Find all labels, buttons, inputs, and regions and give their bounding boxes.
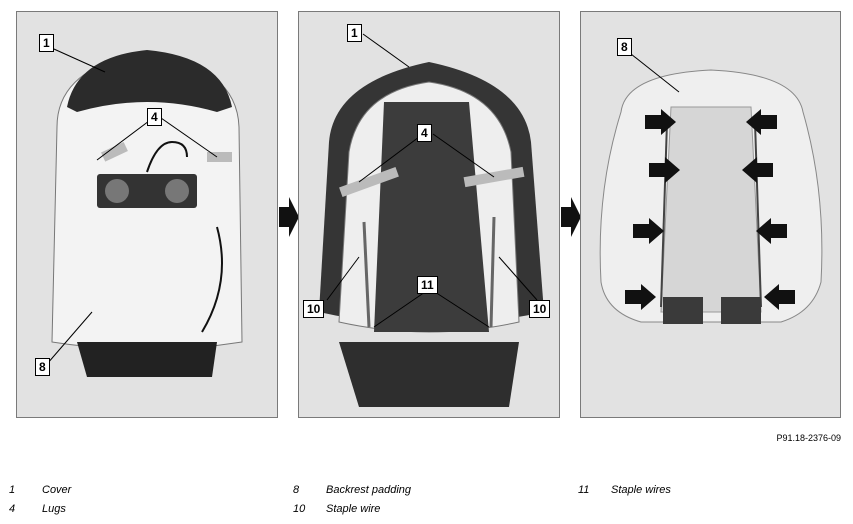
legend-text: Staple wire xyxy=(326,503,381,515)
leader-line-lugs-right xyxy=(432,133,495,178)
callout-staple-wire-left: 10 xyxy=(303,300,325,318)
leader-line-wire-left xyxy=(326,256,360,301)
backrest-padding-illustration xyxy=(599,53,823,324)
callout-cover: 1 xyxy=(347,24,362,42)
legend-number: 8 xyxy=(293,484,300,496)
photo-backrest-cover-rear: 1 4 8 xyxy=(16,11,278,418)
callout-padding: 8 xyxy=(35,358,50,376)
leader-line-padding xyxy=(630,53,680,93)
photo-backrest-padding: 8 xyxy=(580,11,841,418)
callout-padding: 8 xyxy=(617,38,632,56)
leader-line-lugs-left xyxy=(96,117,154,161)
leader-line-cover xyxy=(44,44,106,73)
arrow-right-icon xyxy=(561,197,581,237)
legend-text: Cover xyxy=(42,484,72,496)
legend-number: 11 xyxy=(578,484,590,496)
photo-cover-removed: 1 4 10 11 10 xyxy=(298,11,560,418)
callout-staple-wire-right: 10 xyxy=(529,300,551,318)
arrow-right-icon xyxy=(279,197,299,237)
legend-text: Lugs xyxy=(42,503,66,515)
leader-line-cover xyxy=(362,33,410,68)
callout-lugs: 4 xyxy=(417,124,432,142)
legend-number: 10 xyxy=(293,503,306,515)
legend-number: 1 xyxy=(9,484,16,496)
callout-staple-wires: 11 xyxy=(417,276,438,294)
legend-number: 4 xyxy=(9,503,16,515)
arrow-markers xyxy=(625,109,795,310)
figure-reference: P91.18-2376-09 xyxy=(776,433,841,443)
legend-text: Staple wires xyxy=(611,484,671,496)
callout-lugs: 4 xyxy=(147,108,162,126)
legend-text: Backrest padding xyxy=(326,484,411,496)
leader-line-wires-left xyxy=(373,291,426,328)
leader-line-wires-right xyxy=(434,291,490,328)
backrest-rear-illustration xyxy=(44,44,243,377)
leader-line-wire-right xyxy=(498,256,538,301)
callout-cover: 1 xyxy=(39,34,54,52)
leader-line-lugs-right xyxy=(160,117,218,158)
leader-line-padding xyxy=(46,311,93,365)
backrest-cover-open-illustration xyxy=(319,33,544,407)
leader-line-lugs-left xyxy=(358,133,424,183)
